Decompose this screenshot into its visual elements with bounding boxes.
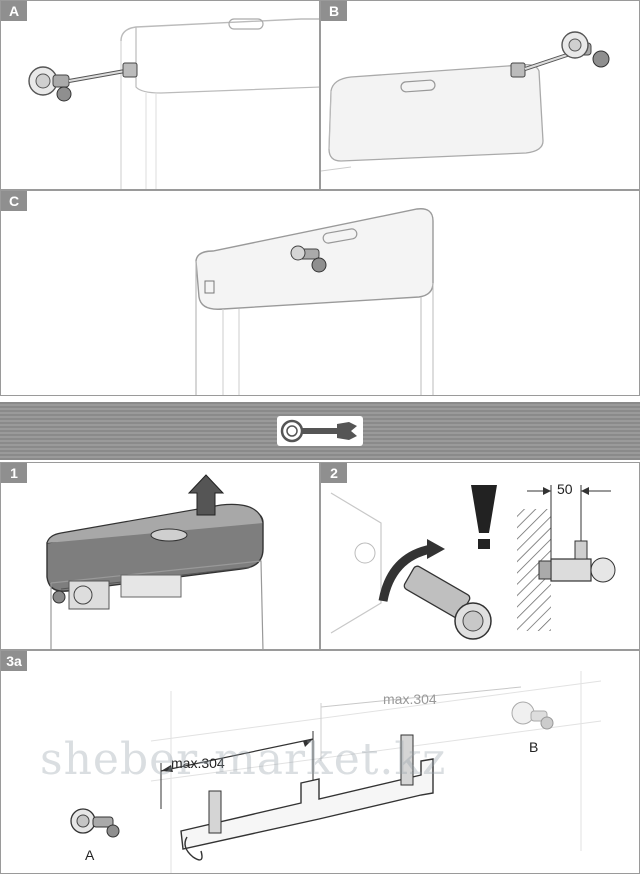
panel-b-illustration bbox=[321, 31, 610, 172]
panel-c: C bbox=[0, 190, 640, 396]
step-1-illustration bbox=[46, 474, 264, 649]
panel-c-tag: C bbox=[1, 191, 27, 211]
step-3a-tag: 3a bbox=[1, 651, 27, 671]
step-1-tag: 1 bbox=[1, 463, 27, 483]
panel-a: A bbox=[0, 0, 320, 190]
dimension-label: 50 bbox=[557, 481, 573, 497]
panel-b-tag: B bbox=[321, 1, 347, 21]
point-b-label: B bbox=[529, 739, 539, 755]
point-a-label: A bbox=[85, 847, 95, 863]
panel-step-2: 2 50 bbox=[320, 462, 640, 650]
dimension-front-label: max.304 bbox=[171, 755, 225, 771]
step-3a-illustration bbox=[70, 671, 602, 873]
panel-a-illustration bbox=[28, 18, 319, 189]
wrench-icon bbox=[277, 416, 363, 446]
panel-b: B bbox=[320, 0, 640, 190]
dimension-back-label: max.304 bbox=[383, 691, 437, 707]
panel-step-3a: 3a max.304 max.304 A B bbox=[0, 650, 640, 874]
panel-step-1: 1 bbox=[0, 462, 320, 650]
step-2-tag: 2 bbox=[321, 463, 347, 483]
panel-c-illustration bbox=[195, 208, 434, 395]
watermark: sheber-market.kz bbox=[40, 734, 447, 785]
step-2-illustration bbox=[330, 485, 616, 640]
panel-a-tag: A bbox=[1, 1, 27, 21]
